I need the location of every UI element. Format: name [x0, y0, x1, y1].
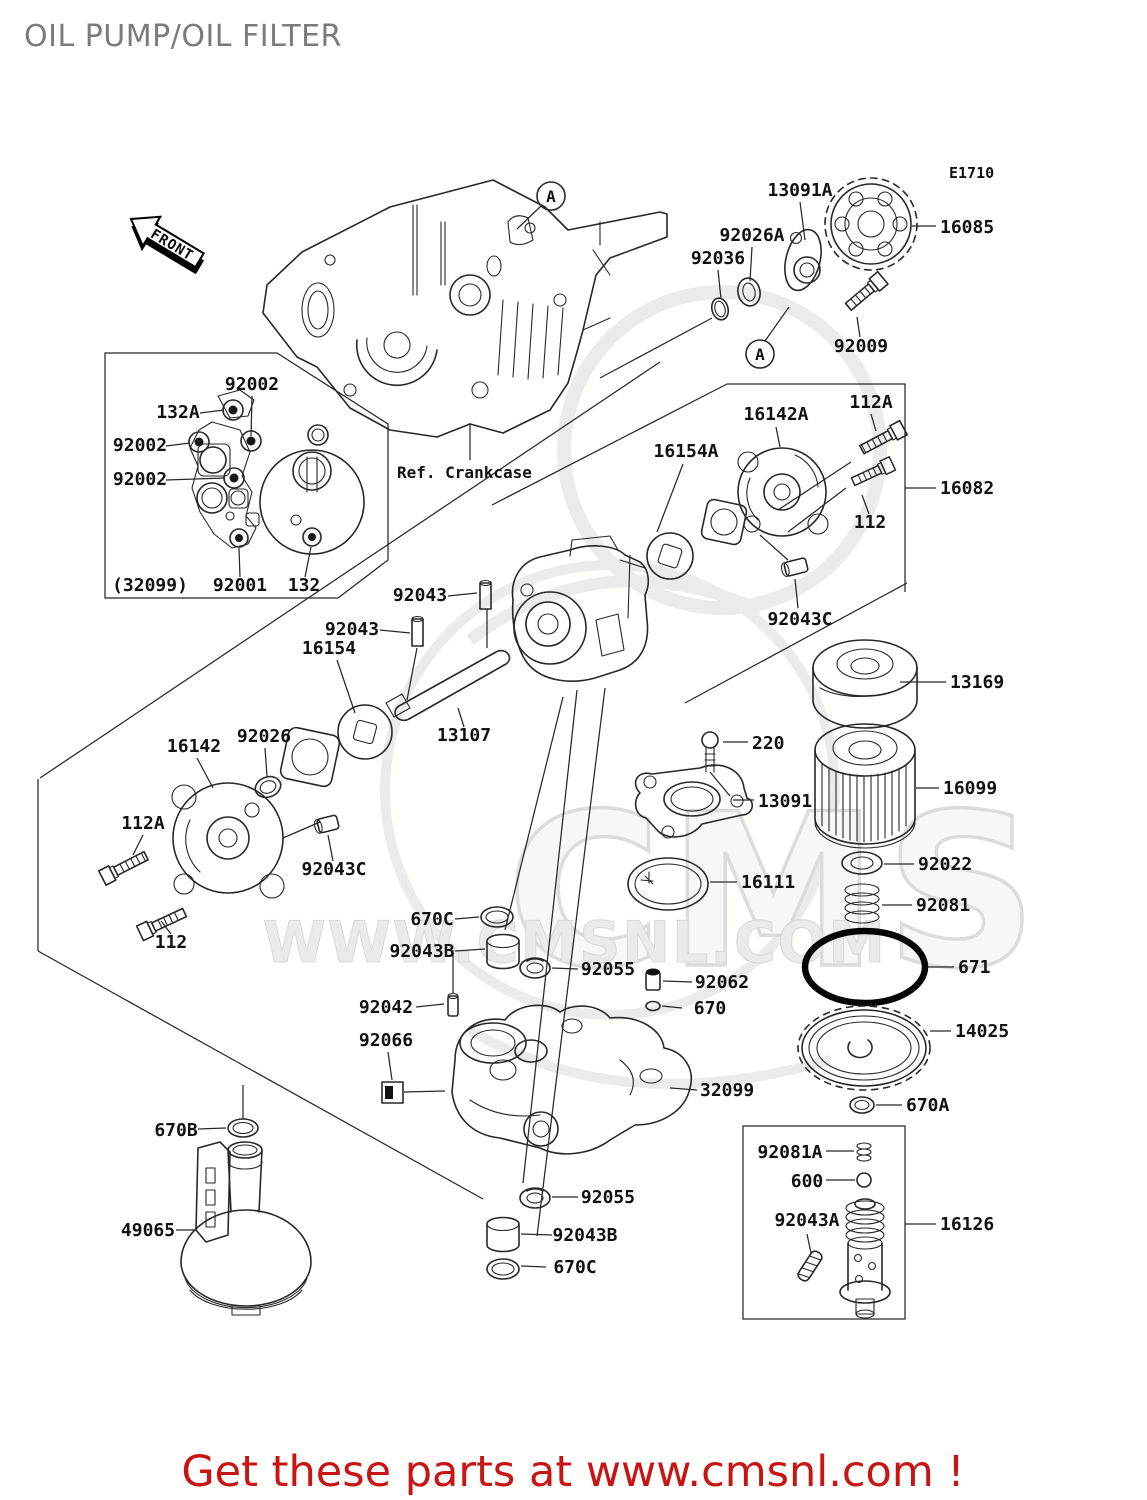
part-label-132[interactable]: 132 — [288, 575, 321, 596]
filter-mount-group — [627, 731, 754, 911]
ref-crankcase-label: Ref. Crankcase — [397, 463, 532, 482]
part-label-112-l[interactable]: 112 — [155, 932, 188, 953]
part-label-92081[interactable]: 92081 — [916, 895, 970, 916]
part-label-92026[interactable]: 92026 — [237, 726, 291, 747]
part-label-13107[interactable]: 13107 — [437, 725, 491, 746]
relief-valve-group — [797, 1142, 891, 1319]
oil-pump-center-group — [97, 535, 650, 942]
part-label-92043B-2[interactable]: 92043B — [552, 1225, 617, 1246]
part-label-92043C-r[interactable]: 92043C — [767, 609, 832, 630]
part-label-220[interactable]: 220 — [752, 733, 785, 754]
oil-strainer-group — [180, 1085, 312, 1316]
part-label-92062[interactable]: 92062 — [695, 972, 749, 993]
oil-filter-stack — [797, 639, 931, 1114]
part-label-92043A[interactable]: 92043A — [774, 1210, 839, 1231]
leader-lines — [132, 201, 954, 1268]
part-label-16142[interactable]: 16142 — [167, 736, 221, 757]
footer-link[interactable]: Get these parts at www.cmsnl.com ! — [181, 1447, 964, 1497]
part-label-670B[interactable]: 670B — [154, 1120, 198, 1141]
part-label-92043B-1[interactable]: 92043B — [389, 941, 454, 962]
part-label-671[interactable]: 671 — [958, 957, 991, 978]
part-label-92022[interactable]: 92022 — [918, 854, 972, 875]
watermark-arc — [380, 560, 840, 1020]
part-label-92055-2[interactable]: 92055 — [581, 1187, 635, 1208]
front-arrow-shape — [129, 215, 206, 269]
watermark-swirl — [466, 575, 763, 645]
part-label-92043-2[interactable]: 92043 — [325, 619, 379, 640]
part-label-92043C-l[interactable]: 92043C — [301, 859, 366, 880]
part-label-14025[interactable]: 14025 — [955, 1021, 1009, 1042]
part-label-92002-2[interactable]: 92002 — [113, 435, 167, 456]
part-label-16142A[interactable]: 16142A — [743, 404, 808, 425]
watermark-url-text: WWW.CMSNL.COM — [263, 910, 887, 976]
part-label-16154A[interactable]: 16154A — [653, 441, 718, 462]
part-label-92043-1[interactable]: 92043 — [393, 585, 447, 606]
part-label-16126[interactable]: 16126 — [940, 1214, 994, 1235]
page-title: OIL PUMP/OIL FILTER — [24, 19, 342, 54]
detail-marker-a-top: A — [516, 181, 566, 230]
part-label-32099[interactable]: 32099 — [700, 1080, 754, 1101]
part-label-16082[interactable]: 16082 — [940, 478, 994, 499]
part-label-112A-r[interactable]: 112A — [849, 392, 893, 413]
part-label-670A[interactable]: 670A — [906, 1095, 950, 1116]
part-label-92055-1[interactable]: 92055 — [581, 959, 635, 980]
watermark-swirl — [467, 1025, 832, 1089]
part-label-32099-ref: (32099) — [112, 575, 188, 596]
part-label-92001[interactable]: 92001 — [213, 575, 267, 596]
valve-spring — [845, 1200, 885, 1243]
part-label-600[interactable]: 600 — [791, 1171, 824, 1192]
part-label-670C-2[interactable]: 670C — [553, 1257, 596, 1278]
part-label-16111[interactable]: 16111 — [741, 872, 795, 893]
front-arrow: FRONT — [129, 215, 206, 275]
oil-pump-subassembly-inset — [188, 389, 365, 555]
part-label-13091A[interactable]: 13091A — [767, 180, 832, 201]
cms-watermark: CMS WWW.CMSNL.COM — [263, 285, 1043, 1089]
spring-92081A — [856, 1142, 872, 1162]
part-labels: E1710 13091A 16085 92026A 92036 92009 92… — [112, 164, 1009, 1278]
part-label-112-r[interactable]: 112 — [854, 512, 887, 533]
crankcase-drawing — [262, 179, 668, 460]
part-label-13091[interactable]: 13091 — [758, 791, 812, 812]
watermark-cms-text: CMS — [506, 768, 1043, 1015]
detail-marker-a-sprocket-label: A — [755, 345, 765, 364]
part-label-92002-3[interactable]: 92002 — [113, 469, 167, 490]
part-label-92002-1[interactable]: 92002 — [225, 374, 279, 395]
oil-pump-body-group — [381, 933, 692, 1280]
spring-92081 — [844, 883, 880, 924]
part-label-670[interactable]: 670 — [694, 998, 727, 1019]
part-label-16154[interactable]: 16154 — [302, 638, 356, 659]
part-label-670C-1[interactable]: 670C — [410, 909, 453, 930]
part-label-92036[interactable]: 92036 — [691, 248, 745, 269]
part-label-92081A[interactable]: 92081A — [757, 1142, 822, 1163]
part-label-92009[interactable]: 92009 — [834, 336, 888, 357]
part-label-112A-l[interactable]: 112A — [121, 813, 165, 834]
detail-marker-a-top-label: A — [546, 187, 556, 206]
bushing-oring-stack — [480, 906, 514, 928]
part-label-92066[interactable]: 92066 — [359, 1030, 413, 1051]
part-label-13169[interactable]: 13169 — [950, 672, 1004, 693]
part-label-92026A[interactable]: 92026A — [719, 225, 784, 246]
oil-pump-sprocket-group — [710, 177, 918, 321]
diagram-code-label: E1710 — [949, 164, 994, 182]
part-label-92042[interactable]: 92042 — [359, 997, 413, 1018]
part-label-16085[interactable]: 16085 — [940, 217, 994, 238]
detail-marker-a-sprocket: A — [745, 306, 790, 369]
oil-pump-assembly-right — [646, 419, 908, 580]
part-label-16099[interactable]: 16099 — [943, 778, 997, 799]
part-label-49065[interactable]: 49065 — [121, 1220, 175, 1241]
part-label-132A[interactable]: 132A — [156, 402, 200, 423]
watermark-arc — [557, 285, 887, 615]
